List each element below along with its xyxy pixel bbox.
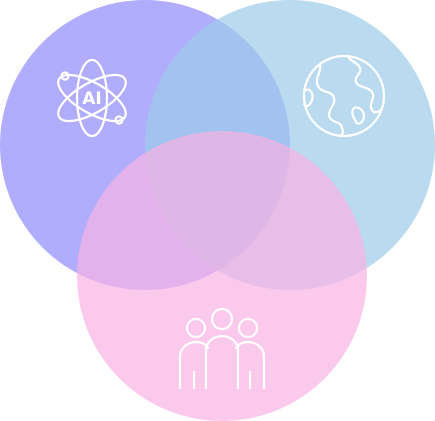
venn-circle-people [77, 131, 367, 421]
ai-icon-label: AI [82, 89, 101, 109]
globe-icon [302, 54, 386, 138]
people-group-icon [178, 307, 266, 390]
